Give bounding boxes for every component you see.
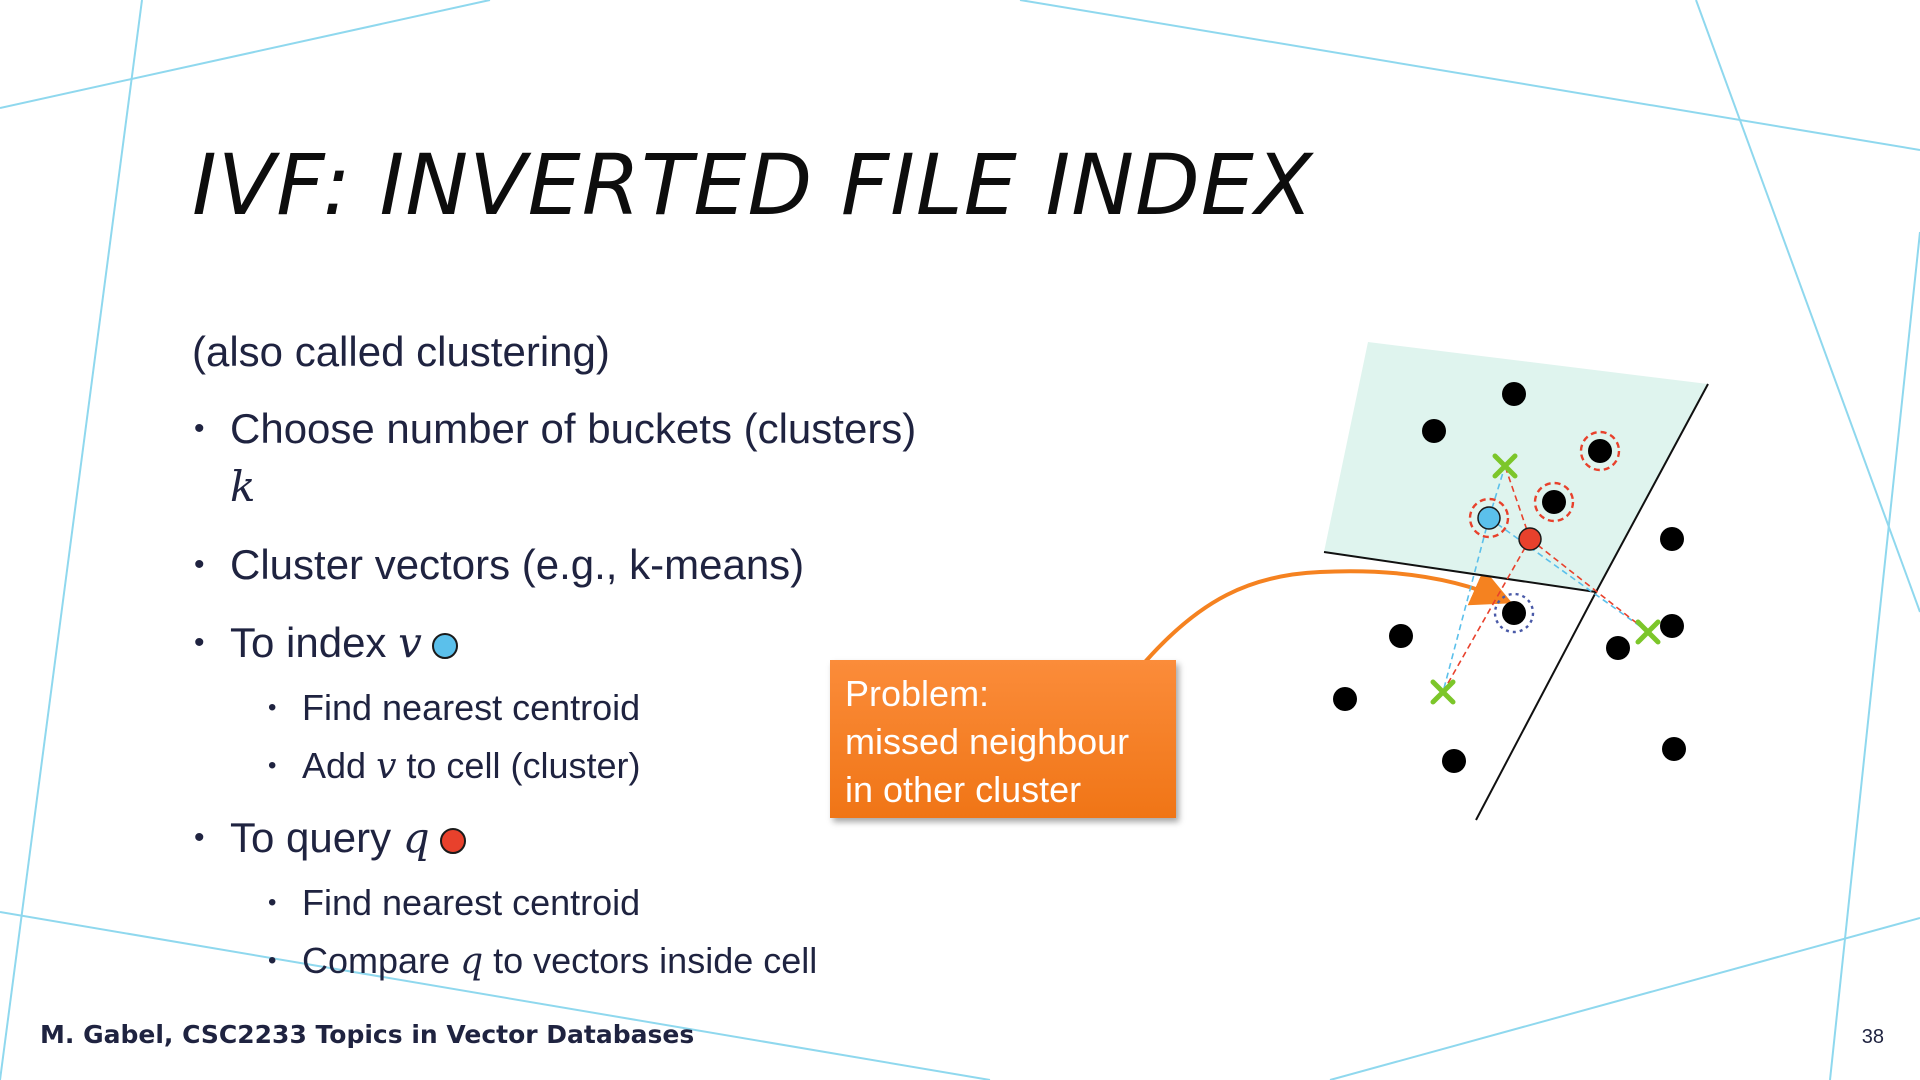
bullet-text: Choose number of buckets (clusters) [230, 405, 917, 452]
math-var-v: v [376, 746, 397, 787]
math-var-q: q [402, 813, 430, 862]
query-cell-region [1324, 342, 1708, 592]
callout-line: Problem: [845, 673, 990, 714]
slide-title: IVF: INVERTED FILE INDEX [192, 136, 1314, 234]
bullet-text: to vectors inside cell [483, 940, 818, 981]
problem-callout: Problem: missed neighbour in other clust… [830, 660, 1176, 818]
data-points [1333, 382, 1686, 773]
slide-body: (also called clustering) Choose number o… [192, 322, 952, 1004]
page-number: 38 [1861, 1026, 1884, 1048]
footer-credit: M. Gabel, CSC2233 Topics in Vector Datab… [40, 1020, 695, 1049]
cell-boundary [1323, 551, 1597, 593]
blue-circle-icon [431, 632, 458, 659]
bullet-text: Find nearest centroid [302, 687, 641, 728]
bullet-to-query: To query q [192, 809, 952, 867]
bullet-text: To query [230, 814, 403, 861]
bullet-to-index: To index v [192, 614, 952, 672]
cell-boundary [1595, 383, 1709, 593]
subtitle: (also called clustering) [192, 328, 610, 375]
query-vector-point [1518, 527, 1542, 551]
subbullet-find-centroid: Find nearest centroid [192, 879, 952, 927]
subbullet-add-to-cell: Add v to cell (cluster) [192, 742, 952, 791]
callout-line: in other cluster [845, 769, 1082, 810]
bullet-text: Cluster vectors (e.g., k-means) [230, 541, 805, 588]
found-neighbour-rings [1468, 430, 1621, 539]
ivf-cluster-diagram [1323, 342, 1709, 821]
callout-line: missed neighbour [845, 721, 1130, 762]
math-var-q: q [460, 941, 484, 982]
bullet-text: To index [230, 619, 399, 666]
bullet-text: to cell (cluster) [396, 745, 641, 786]
bullet-text: Compare [302, 940, 461, 981]
bullet-choose-buckets: Choose number of buckets (clusters) k [192, 400, 952, 516]
bullet-text: Add [302, 745, 377, 786]
subbullet-find-centroid: Find nearest centroid [192, 684, 952, 732]
bullet-text: Find nearest centroid [302, 882, 641, 923]
missed-neighbour-ring [1493, 592, 1535, 634]
red-circle-icon [439, 827, 466, 854]
math-var-k: k [230, 462, 256, 511]
subbullet-compare-vectors: Compare q to vectors inside cell [192, 937, 952, 986]
index-vector-point [1477, 506, 1501, 530]
centroid-markers [1430, 453, 1661, 705]
distance-lines [1442, 465, 1649, 693]
math-var-v: v [398, 618, 422, 667]
bullet-cluster-vectors: Cluster vectors (e.g., k-means) [192, 536, 952, 594]
cell-boundary [1475, 591, 1597, 821]
